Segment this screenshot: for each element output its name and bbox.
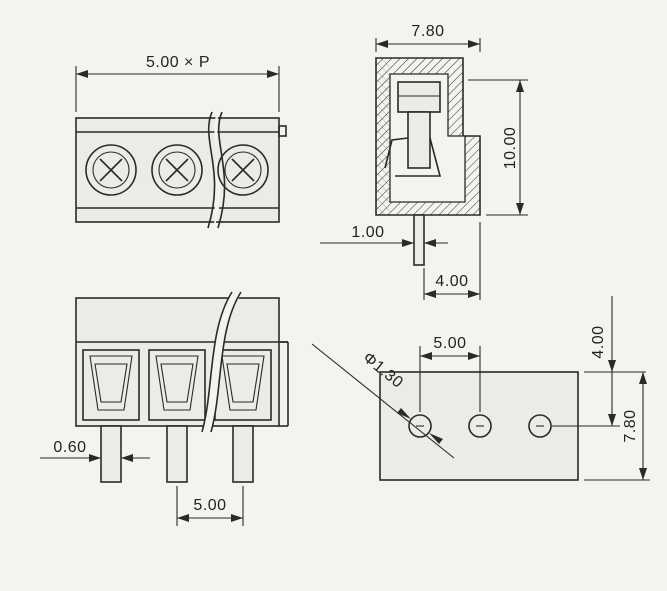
side-pin <box>413 214 425 266</box>
side-screw-head <box>397 81 441 113</box>
front-view-body <box>75 297 280 427</box>
label-side-width: 7.80 <box>411 23 444 40</box>
side-view <box>320 38 528 300</box>
dimension-side-height <box>468 79 528 216</box>
dimension-hole-offset <box>552 296 646 427</box>
screw-head-icon <box>217 144 269 196</box>
break-line-left <box>207 111 216 229</box>
dimension-hole-pitch <box>419 346 481 412</box>
side-clamp <box>384 137 442 177</box>
screw-head-icon <box>85 144 137 196</box>
side-screw-shaft <box>407 111 431 169</box>
front-pin <box>166 425 188 483</box>
label-pin-offset: 4.00 <box>435 273 468 290</box>
dimension-pin-width <box>320 239 448 247</box>
top-view-tab <box>278 125 287 137</box>
label-pin-width: 1.00 <box>351 224 384 241</box>
label-side-height: 10.00 <box>502 127 519 170</box>
label-pitch-front: 5.00 <box>193 497 226 514</box>
front-view <box>40 291 289 526</box>
pcb-hole-icon <box>468 414 492 438</box>
pcb-hole-icon <box>408 414 432 438</box>
pcb-footprint <box>311 296 650 481</box>
front-pin <box>100 425 122 483</box>
dimension-hole-diameter <box>311 343 455 459</box>
top-view <box>75 66 287 230</box>
front-break-right <box>210 291 242 433</box>
screw-head-icon <box>151 144 203 196</box>
dimension-side-width <box>375 38 481 52</box>
label-hole-pitch: 5.00 <box>433 335 466 352</box>
dimension-footprint-depth <box>584 372 650 481</box>
dimension-pin-offset <box>423 222 481 300</box>
front-break-left <box>201 291 233 433</box>
side-view-wall <box>376 58 390 215</box>
label-pitch-top: 5.00 × P <box>146 54 210 71</box>
label-pin-thickness: 0.60 <box>53 439 86 456</box>
pcb-hole-icon <box>528 414 552 438</box>
wire-entry-icon <box>82 349 140 421</box>
front-break-gap <box>201 291 240 436</box>
label-footprint-depth: 7.80 <box>622 409 639 442</box>
wire-entry-icon <box>148 349 206 421</box>
dimension-pitch-top <box>75 66 280 112</box>
break-line-right <box>217 111 226 229</box>
front-pin <box>232 425 254 483</box>
dimension-pin-thickness <box>40 454 150 462</box>
label-hole-offset: 4.00 <box>590 325 607 358</box>
dimension-pitch-front <box>176 486 244 526</box>
